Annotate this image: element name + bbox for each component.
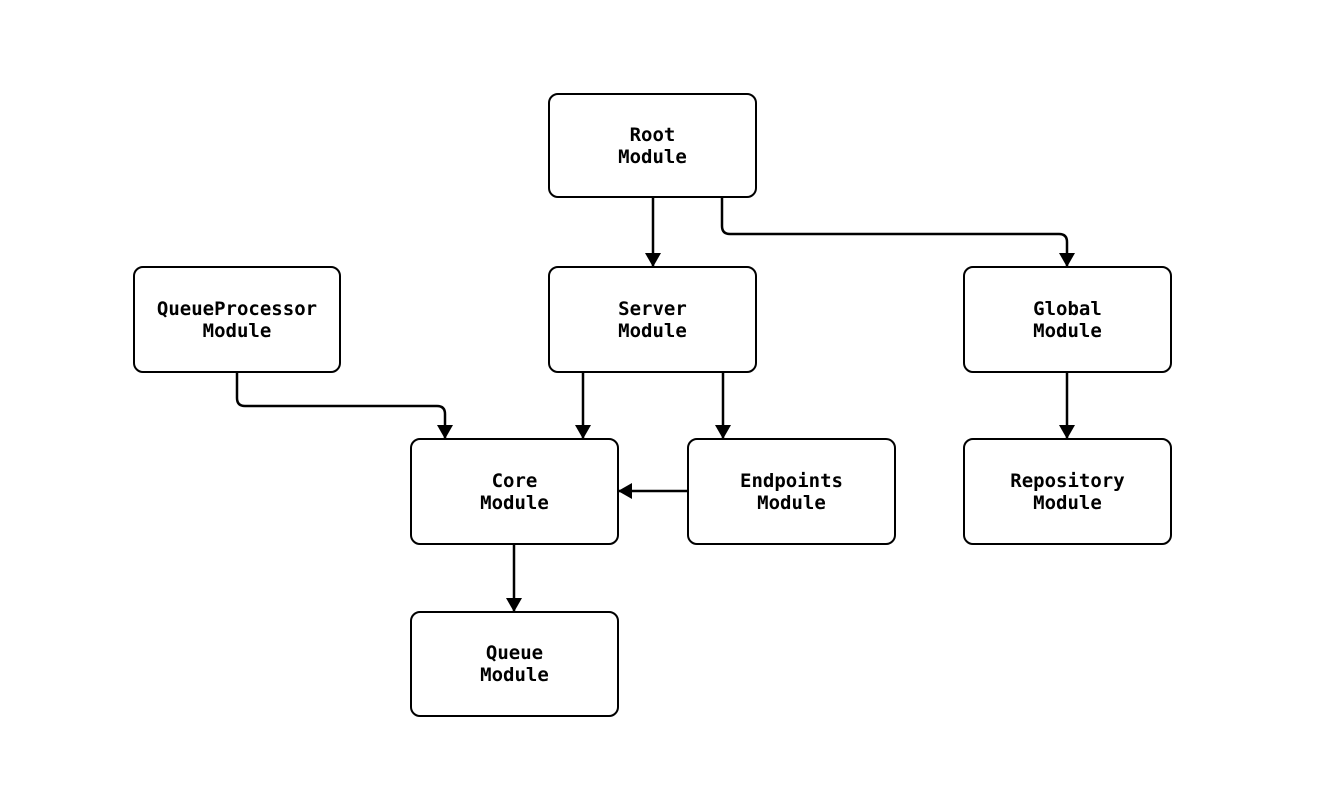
node-label-line: Module <box>1033 491 1102 514</box>
node-label-line: Module <box>480 491 549 514</box>
node-label-line: Repository <box>1010 469 1125 492</box>
edge-root-to-global <box>720 198 1075 267</box>
node-label-line: Endpoints <box>740 469 843 492</box>
node-label-line: Module <box>618 145 687 168</box>
node-label-line: QueueProcessor <box>156 297 318 320</box>
node-label-line: Module <box>202 319 272 342</box>
node-label-line: Module <box>618 319 687 342</box>
node-label-line: Module <box>1033 319 1102 342</box>
node-label-line: Server <box>618 297 687 320</box>
node-label-line: Queue <box>485 642 544 664</box>
edge-queueprocessor-to-core <box>235 373 453 439</box>
node-label-line: Module <box>757 491 826 514</box>
node-label-line: Module <box>480 664 549 686</box>
node-label-line: Core <box>491 469 538 492</box>
node-label-line: Global <box>1033 297 1102 320</box>
node-label-line: Root <box>629 123 676 146</box>
